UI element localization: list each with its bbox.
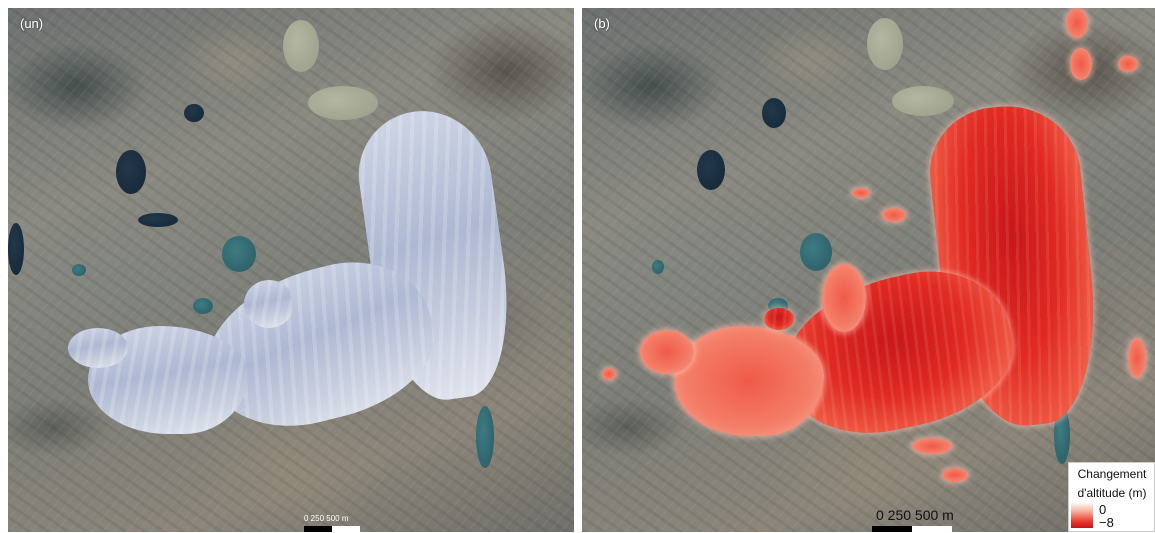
elevation-loss-area [1118,56,1138,72]
scale-segment [332,526,360,532]
scale-bar-b: 0 250 500 m [872,498,982,532]
elevation-loss-area [912,438,952,454]
lake [222,236,256,272]
lake [308,86,378,120]
lake [652,260,664,274]
lake [476,406,494,468]
scale-bar-a: 0 250 500 m [304,498,374,532]
scale-bar-graphic [872,526,952,532]
scale-bar-graphic [304,526,360,532]
elevation-loss-area [942,468,968,482]
scale-segment [912,526,952,532]
lake [8,223,24,275]
lake [116,150,146,194]
elevation-loss-area [852,188,870,198]
scale-segment [304,526,332,532]
panel-label-a: (un) [20,16,44,31]
lake [762,98,786,128]
legend-max-label: 0 [1099,502,1107,517]
glacier [68,328,128,368]
elevation-loss-area [1128,338,1146,378]
elevation-loss-area [882,208,906,222]
lake [72,264,86,276]
lake [138,213,178,227]
scale-bar-labels: 0 250 500 m [304,514,349,523]
scale-segment [872,526,912,532]
elevation-loss-area [764,308,794,330]
elevation-loss-area [1066,8,1088,38]
lake [867,18,903,70]
lake [184,104,204,122]
legend-title: Changement d'altitude (m) [1077,467,1147,500]
map-panel-a: (un) 0 250 500 m [8,8,574,532]
lake [697,150,725,190]
panel-label-b: (b) [594,16,610,31]
elevation-loss-area [822,264,866,332]
lake [283,20,319,72]
map-panel-b: (b) 0 250 500 m Changement d'altitude (m… [582,8,1155,532]
glacier [244,280,294,328]
elevation-loss-area [1070,48,1092,80]
elevation-loss-area [640,330,694,374]
elevation-loss-area [602,368,616,380]
elevation-change-legend: Changement d'altitude (m) 0 −8 [1068,462,1155,532]
lake [800,233,832,271]
lake [892,86,954,116]
lake [193,298,213,314]
elevation-loss-area [674,326,824,436]
lake [1054,406,1070,464]
scale-bar-labels: 0 250 500 m [876,507,954,523]
legend-color-ramp [1071,502,1093,528]
legend-min-label: −8 [1099,515,1114,530]
